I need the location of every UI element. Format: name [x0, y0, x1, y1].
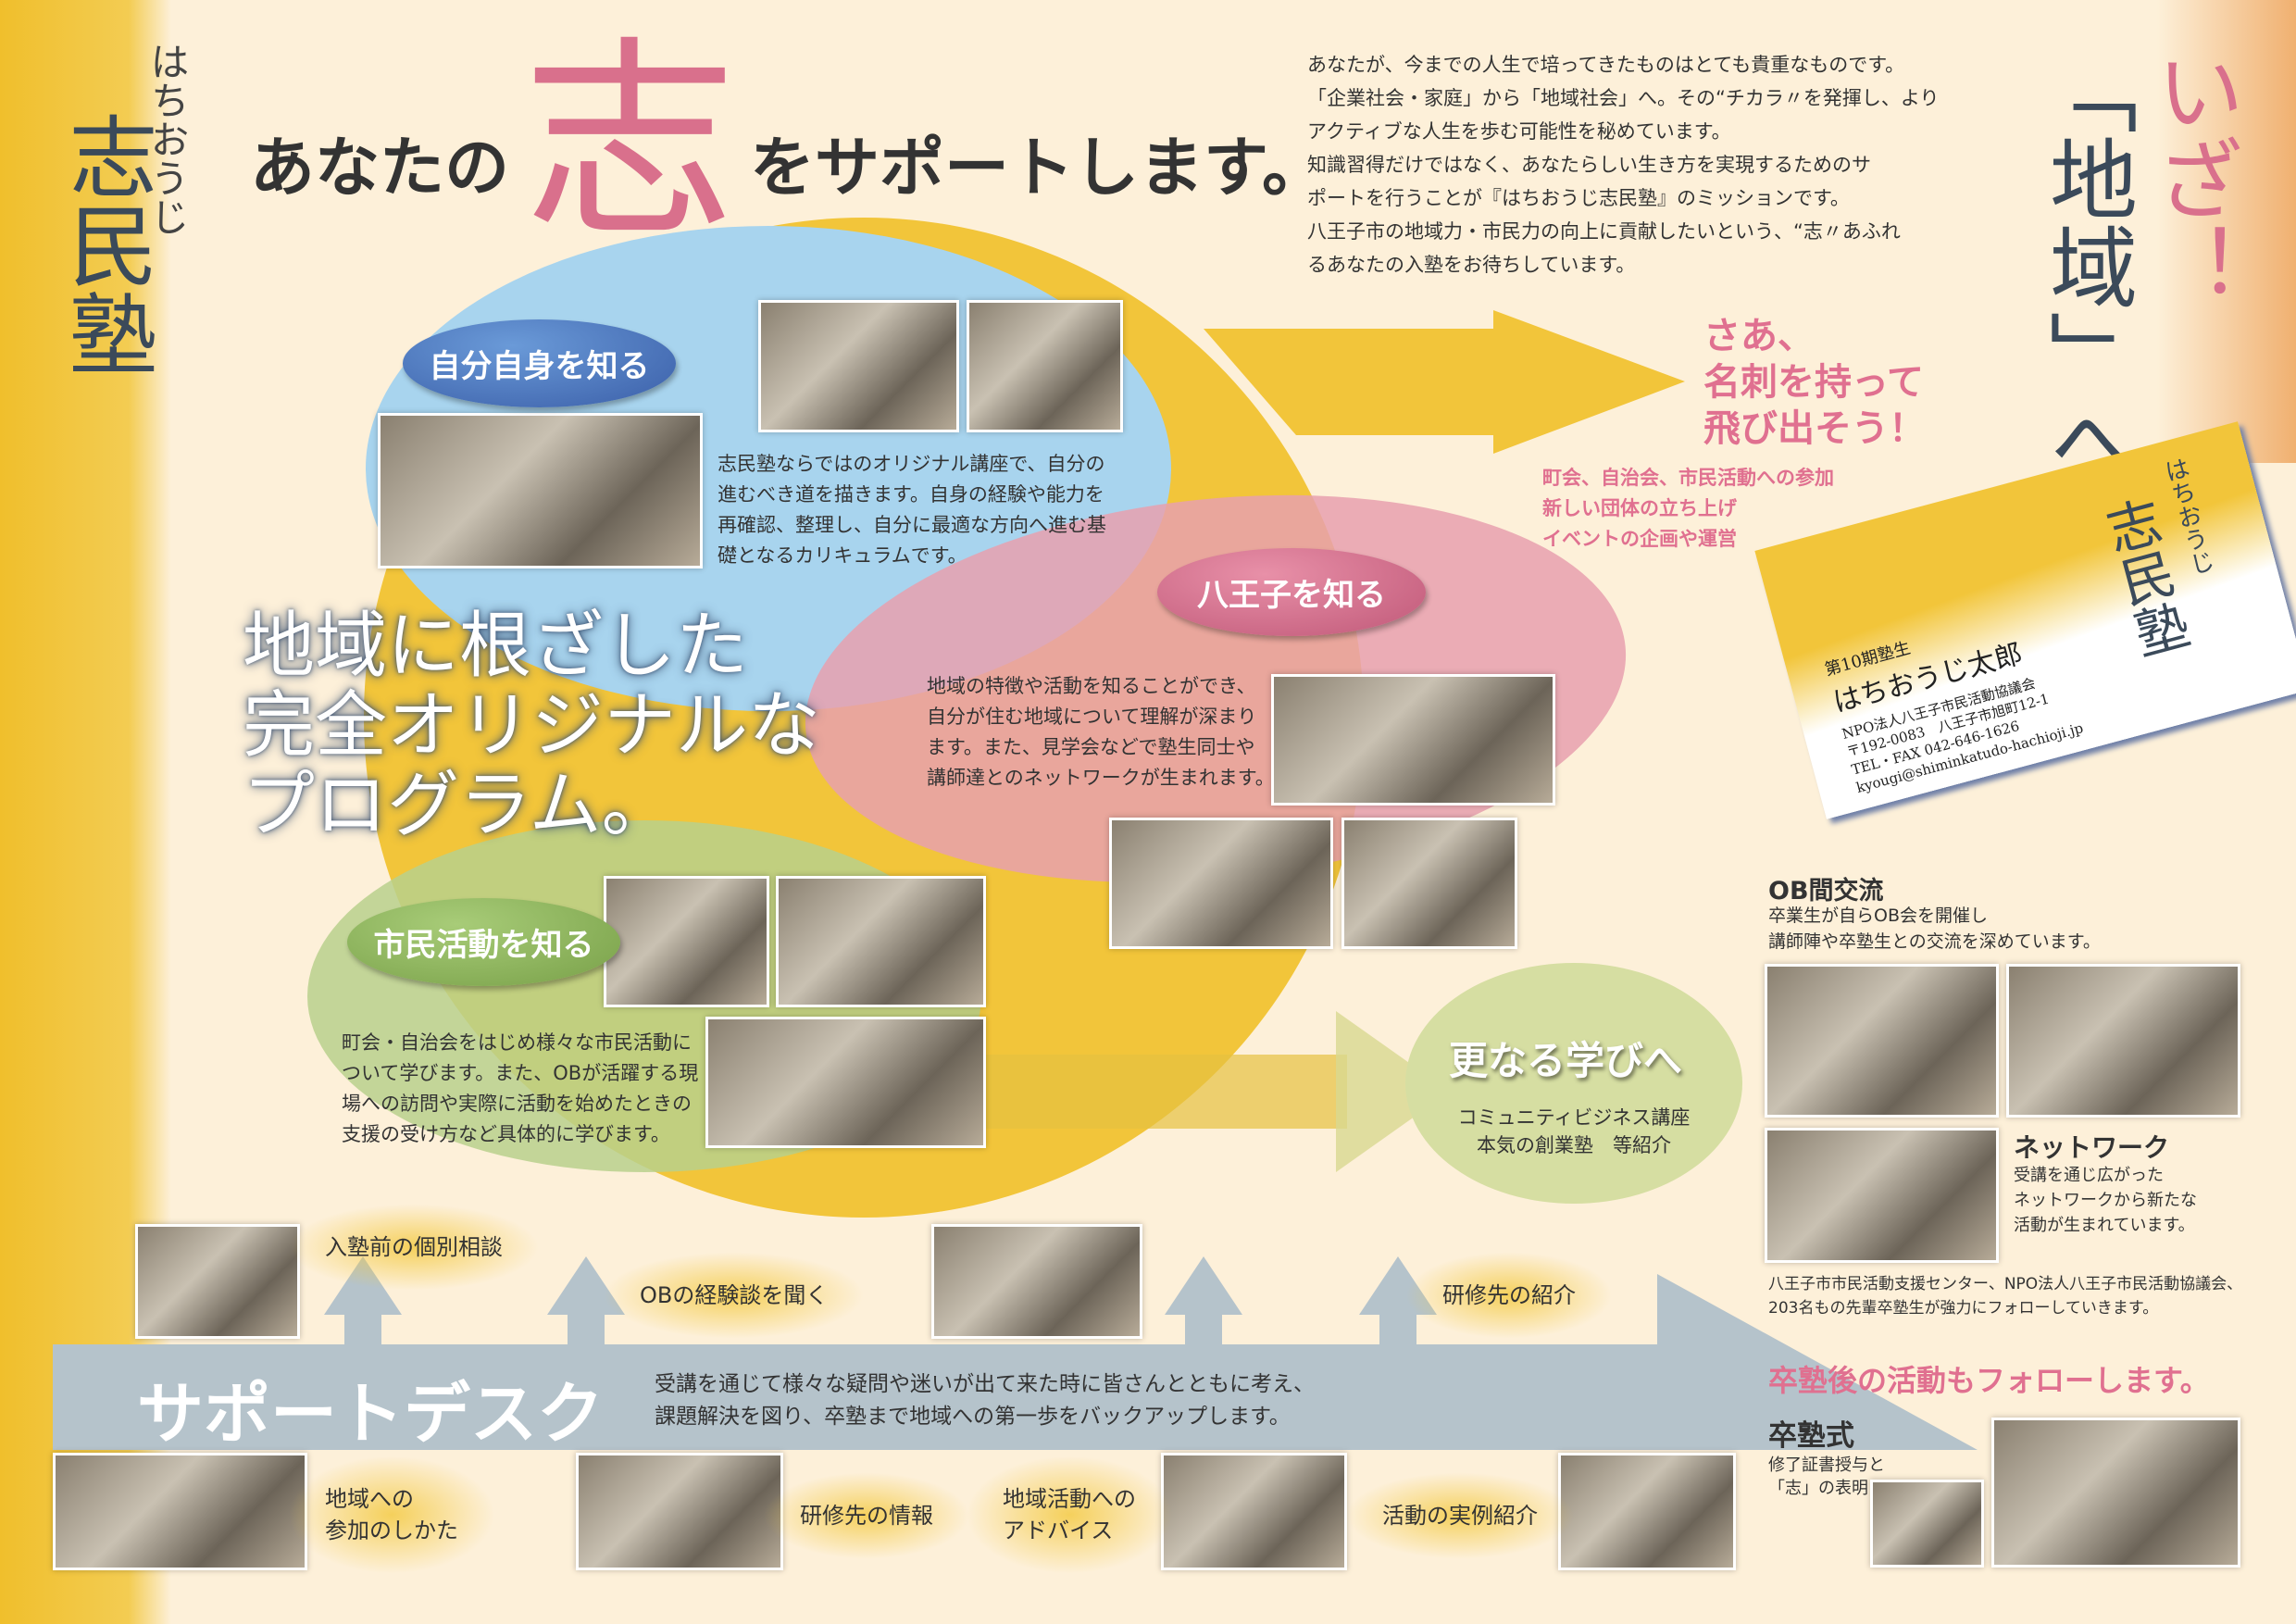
further-circle: [1405, 963, 1742, 1204]
follow-heading: 卒塾後の活動もフォローします。: [1768, 1363, 2210, 1398]
support-item: OBの経験談を聞く: [603, 1252, 866, 1339]
call-item: イベントの企画や運営: [1542, 528, 1737, 550]
mid-arrow-head: [1336, 1011, 1450, 1172]
label-hachioji: 八王子を知る: [1157, 548, 1426, 636]
photo: [2006, 964, 2240, 1118]
photo: [1765, 964, 1999, 1118]
call-title: さあ、 名刺を持って 飛び出そう！: [1703, 315, 1926, 450]
support-item: 活動の実例紹介: [1345, 1472, 1575, 1559]
photo: [758, 300, 959, 432]
support-item: 地域への 参加のしかた: [288, 1455, 495, 1574]
headline-kanji: 志: [523, 19, 737, 267]
photo: [1765, 1128, 1999, 1263]
photo: [1161, 1453, 1347, 1570]
slogan-col1: いざ！: [2141, 46, 2243, 310]
top-arrow: [1204, 310, 1685, 454]
intro-text: あなたが、今までの人生で培ってきたものはとても貴重なものです。 「企業社会・家庭…: [1307, 54, 1940, 276]
call-item: 町会、自治会、市民活動への参加: [1542, 467, 1834, 489]
headline-pre: あなたの: [250, 130, 509, 206]
support-item: 地域活動への アドバイス: [966, 1455, 1173, 1574]
logo-small: はちおうじ: [144, 42, 190, 236]
ob-title: OB間交流: [1768, 877, 1884, 906]
support-item: 研修先の紹介: [1405, 1252, 1613, 1339]
label-civic: 市民活動を知る: [347, 898, 620, 986]
support-text: 受講を通じて様々な疑問や迷いが出て来た時に皆さんとともに考え、 課題解決を図り、…: [655, 1372, 1315, 1429]
right-strip: [2157, 0, 2296, 463]
support-item: 入塾前の個別相談: [288, 1204, 540, 1291]
call-list: 町会、自治会、市民活動への参加 新しい団体の立ち上げ イベントの企画や運営: [1542, 463, 1834, 555]
photo: [378, 413, 703, 568]
photo: [1109, 818, 1333, 949]
program-title: 地域に根ざした 完全オリジナルな プログラム。: [243, 605, 821, 847]
label-self: 自分自身を知る: [403, 319, 676, 407]
support-arrows: [53, 1256, 1978, 1450]
further-label: 更なる学びへ: [1449, 1038, 1683, 1083]
photo: [705, 1017, 986, 1148]
call-item: 新しい団体の立ち上げ: [1542, 497, 1737, 519]
photo: [967, 300, 1123, 432]
photo: [1341, 818, 1517, 949]
network-text: 受講を通じ広がった ネットワークから新たな 活動が生まれています。: [2014, 1166, 2197, 1235]
mid-arrow-band: [986, 1055, 1347, 1129]
photo: [604, 876, 769, 1007]
hachioji-text: 地域の特徴や活動を知ることができ、 自分が住む地域について理解が深まり ます。ま…: [927, 675, 1275, 789]
further-text: コミュニティビジネス講座 本気の創業塾 等紹介: [1457, 1106, 1691, 1156]
photo: [1991, 1418, 2240, 1568]
support-item: 研修先の情報: [763, 1472, 970, 1559]
photo: [1271, 674, 1555, 806]
photo: [135, 1224, 300, 1339]
self-text: 志民塾ならではのオリジナル講座で、自分の 進むべき道を描きます。自身の経験や能力…: [718, 453, 1106, 567]
photo: [776, 876, 986, 1007]
headline-post: をサポートします。: [750, 130, 1327, 206]
follow-note: 八王子市市民活動支援センター、NPO法人八王子市民活動協議会、 203名もの先輩…: [1768, 1275, 2243, 1318]
photo: [576, 1453, 783, 1570]
photo: [53, 1453, 307, 1570]
civic-text: 町会・自治会をはじめ様々な市民活動に ついて学びます。また、OBが活躍する現 場…: [342, 1031, 699, 1145]
logo-large: 志民塾: [54, 111, 157, 378]
network-title: ネットワーク: [2014, 1132, 2170, 1163]
ob-text: 卒業生が自らOB会を開催し 講師陣や卒塾生との交流を深めています。: [1768, 906, 2101, 952]
graduation-title: 卒塾式: [1768, 1419, 1854, 1453]
support-title: サポートデスク: [137, 1375, 605, 1453]
photo: [1558, 1453, 1736, 1570]
photo: [1870, 1480, 1984, 1568]
graduation-text: 修了証書授与と 「志」の表明: [1768, 1455, 1885, 1498]
photo: [931, 1224, 1142, 1339]
